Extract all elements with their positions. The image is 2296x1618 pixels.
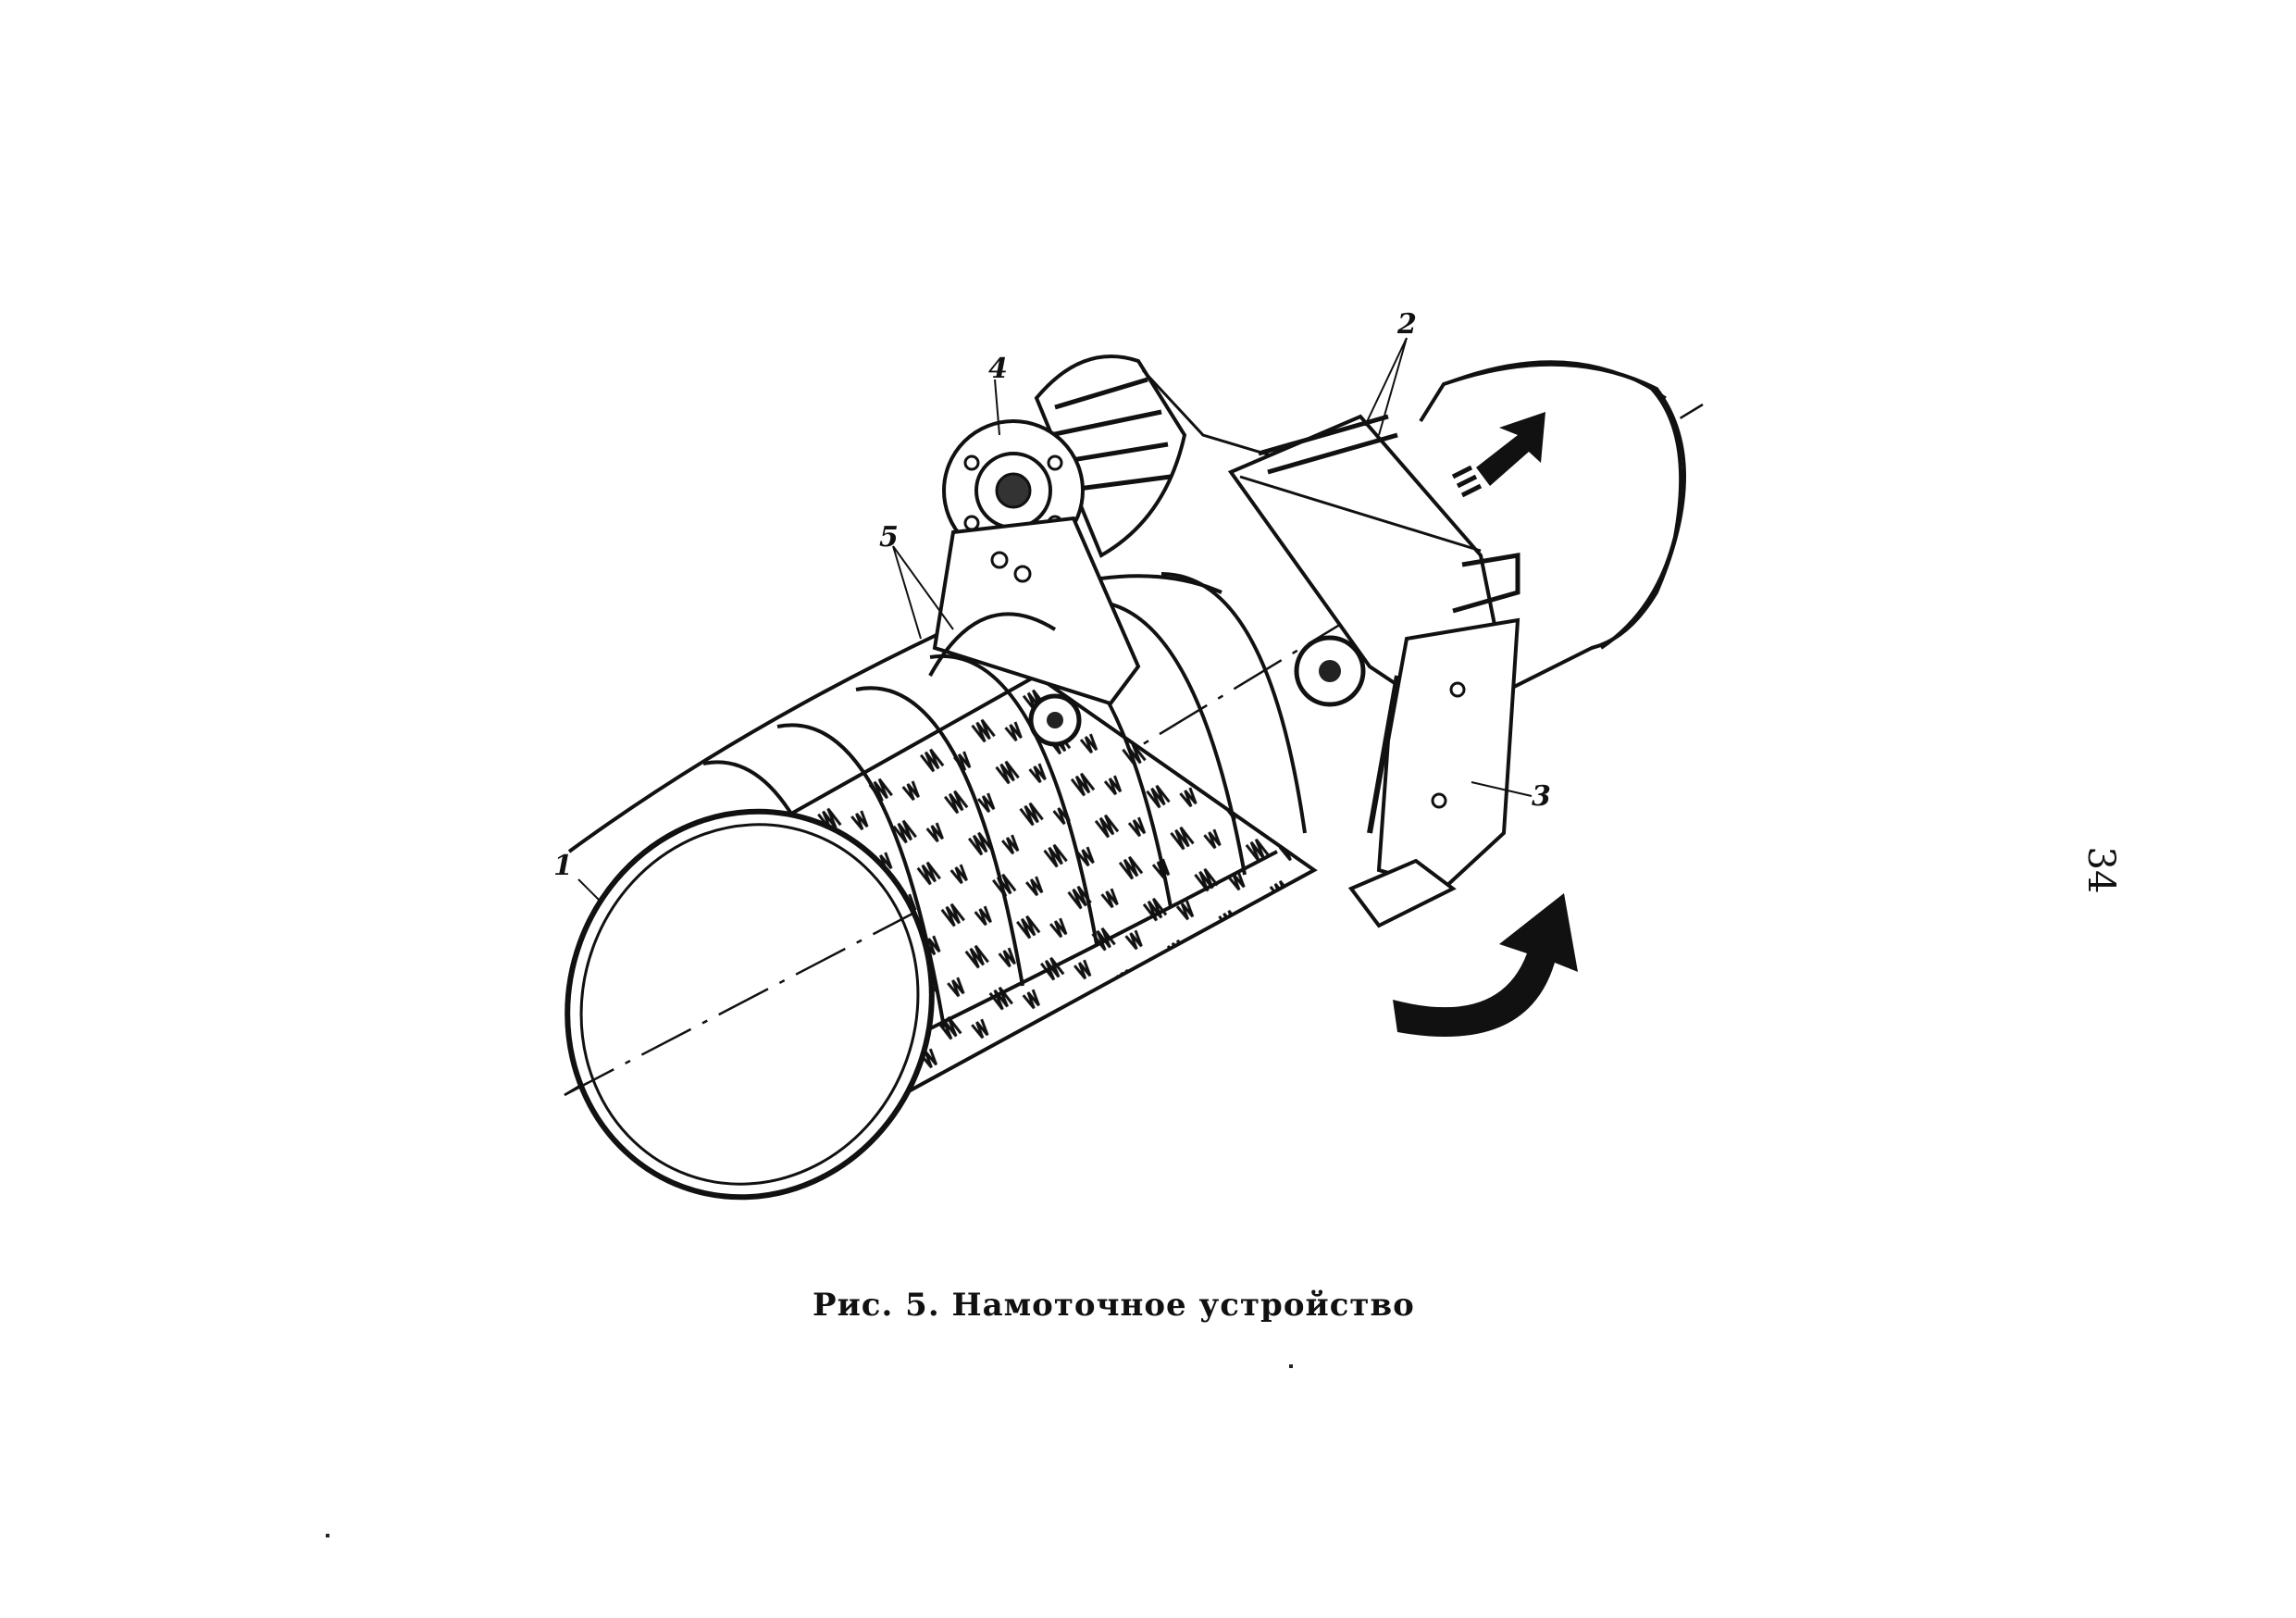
callout-3: 3: [1532, 780, 1551, 813]
callout-5: 5: [879, 521, 899, 554]
page-number: 34: [2079, 846, 2122, 894]
pipe-open-end: [564, 808, 935, 1201]
callout-1: 1: [553, 850, 573, 882]
bracket-arm: [928, 516, 1141, 706]
rotation-arrow-icon: [1393, 893, 1578, 1037]
figure-caption: Рис. 5. Намоточное устройство: [813, 1287, 1415, 1324]
callout-2: 2: [1396, 308, 1417, 341]
frame: [1227, 414, 1520, 928]
callout-4: 4: [988, 353, 1008, 385]
leader-lines: [577, 337, 1533, 903]
arrow-up-icon: [1451, 412, 1545, 498]
scan-speck: [326, 1534, 329, 1537]
scan-speck: [1289, 1364, 1293, 1368]
pressure-roller: [1028, 693, 1082, 747]
motor-housing: [1034, 355, 1297, 558]
